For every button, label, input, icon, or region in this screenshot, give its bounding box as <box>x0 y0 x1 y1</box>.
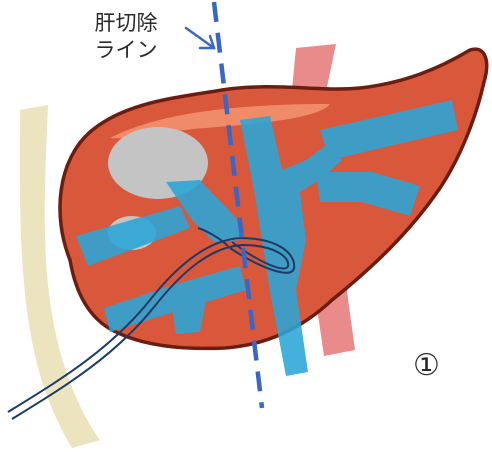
step-marker: ① <box>413 346 440 386</box>
resection-line-label-line2: ライン <box>82 37 170 64</box>
resection-line-label: 肝切除 ライン <box>82 10 170 64</box>
resection-line-label-line1: 肝切除 <box>82 10 170 37</box>
pointer-arrow-icon <box>186 28 214 48</box>
